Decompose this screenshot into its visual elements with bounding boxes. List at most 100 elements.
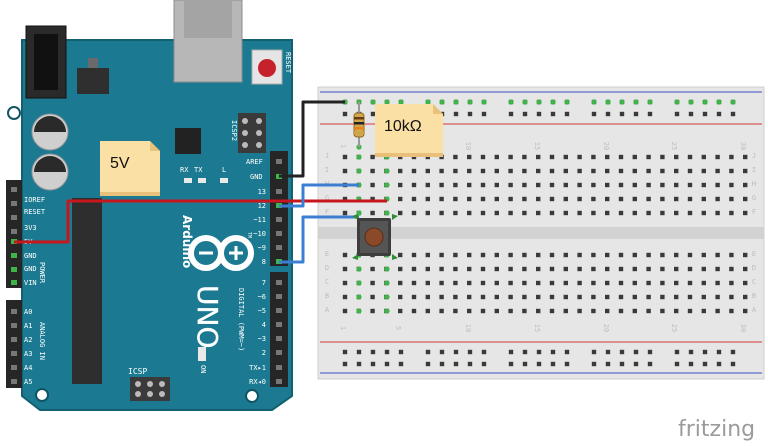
breadboard-hole (342, 168, 348, 174)
breadboard-hole (425, 182, 430, 188)
breadboard-hole (701, 280, 706, 286)
breadboard-hole (618, 294, 624, 300)
breadboard-hole (480, 182, 486, 188)
breadboard-hole (660, 182, 665, 188)
breadboard-hole (564, 361, 570, 367)
breadboard-hole (632, 154, 637, 160)
breadboard-hole (494, 252, 499, 258)
breadboard-hole (563, 196, 568, 202)
breadboard-hole (467, 294, 472, 300)
breadboard-hole (715, 266, 720, 272)
breadboard-hole (729, 154, 734, 160)
reset-button[interactable] (258, 59, 276, 77)
breadboard-hole (702, 349, 708, 355)
breadboard-hole (439, 252, 444, 258)
breadboard-hole (687, 154, 693, 160)
breadboard-hole (467, 196, 472, 202)
row-label-d-left: D (325, 264, 329, 272)
breadboard-hole (384, 349, 390, 355)
breadboard-hole (370, 182, 375, 188)
breadboard-hole (481, 349, 487, 355)
breadboard-hole (605, 182, 610, 188)
breadboard-hole (701, 294, 706, 300)
note-5v-text: 5V (110, 155, 130, 172)
breadboard-hole (577, 252, 582, 258)
col-label-10-bottom: 10 (464, 324, 472, 332)
pin-label-vin: VIN (24, 279, 37, 287)
breadboard-hole (618, 196, 624, 202)
breadboard-hole (687, 266, 693, 272)
breadboard-hole (549, 182, 555, 188)
breadboard-hole (370, 210, 375, 216)
brand-name: Arduino (180, 215, 194, 268)
breadboard-hole (342, 349, 348, 355)
row-label-c-right: C (752, 278, 756, 286)
breadboard-hole (605, 252, 610, 258)
breadboard-hole (605, 361, 611, 367)
breadboard-hole (646, 266, 651, 272)
breadboard-hole (646, 154, 651, 160)
breadboard-hole (342, 252, 348, 258)
breadboard-hole (342, 210, 348, 216)
breadboard-hole (508, 182, 513, 188)
pin-label-a4: A4 (24, 364, 32, 372)
breadboard-hole (522, 280, 527, 286)
breadboard-hole (411, 280, 417, 286)
breadboard-hole (453, 210, 458, 216)
breadboard-hole (715, 154, 720, 160)
breadboard-hole (508, 111, 514, 117)
breadboard-hole (342, 280, 348, 286)
breadboard-hole (605, 308, 610, 314)
breadboard-hole (674, 111, 680, 117)
pin-label-1: TX▸1 (249, 364, 266, 372)
breadboard-hole (591, 308, 596, 314)
breadboard-hole (425, 210, 430, 216)
breadboard-hole (674, 210, 679, 216)
breadboard-hole (715, 196, 720, 202)
breadboard-hole (494, 308, 499, 314)
breadboard-hole (398, 266, 403, 272)
breadboard-hole (370, 154, 375, 160)
pin-label-2: 2 (262, 349, 266, 357)
breadboard-hole (494, 294, 499, 300)
breadboard-hole (743, 168, 748, 174)
pin-label-3: ~3 (258, 335, 266, 343)
pin-label-9: ~9 (258, 244, 266, 252)
analog-header (6, 300, 22, 388)
breadboard-hole (674, 182, 679, 188)
breadboard-hole (618, 154, 624, 160)
breadboard-hole (536, 361, 542, 367)
breadboard-hole (618, 182, 624, 188)
breadboard-hole (577, 294, 582, 300)
breadboard-hole (591, 266, 596, 272)
breadboard-hole (467, 210, 472, 216)
breadboard-hole (342, 154, 348, 160)
power-label: POWER (38, 262, 46, 284)
breadboard-hole (508, 168, 513, 174)
pushbutton[interactable] (352, 214, 398, 260)
tx-label: TX (194, 166, 203, 174)
note-5v: 5V (100, 141, 160, 196)
breadboard-hole (370, 280, 375, 286)
breadboard-hole (563, 154, 568, 160)
breadboard-hole (632, 168, 637, 174)
breadboard-hole (632, 294, 637, 300)
breadboard-hole (660, 294, 665, 300)
note-resistor: 10kΩ (375, 104, 443, 157)
breadboard-hole (605, 210, 610, 216)
breadboard-hole (632, 210, 637, 216)
breadboard: J I H G F E D C B A J I H G F E D C B A … (317, 86, 765, 380)
breadboard-hole (453, 280, 458, 286)
breadboard-hole (370, 111, 376, 117)
breadboard-hole (425, 349, 431, 355)
breadboard-hole (605, 280, 610, 286)
breadboard-hole (605, 154, 610, 160)
breadboard-hole (743, 266, 748, 272)
breadboard-hole (536, 182, 541, 188)
breadboard-hole (743, 154, 748, 160)
breadboard-hole (536, 210, 541, 216)
breadboard-hole (591, 154, 596, 160)
breadboard-hole (370, 294, 375, 300)
breadboard-hole (577, 182, 582, 188)
breadboard-hole (729, 308, 734, 314)
